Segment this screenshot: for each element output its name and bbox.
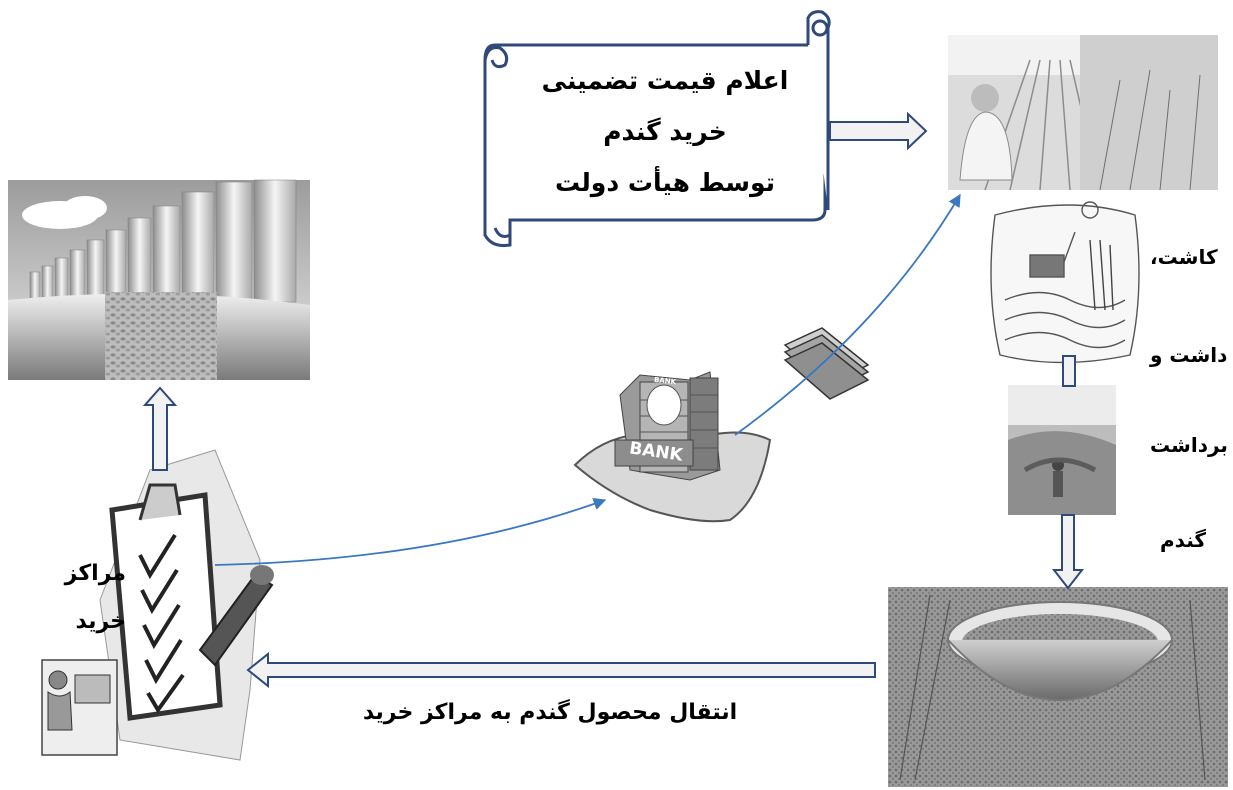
wheat-bowl-photo: [888, 587, 1228, 787]
silo-photo: [8, 179, 310, 380]
storage-arrow: [142, 386, 178, 471]
wheat-field-photo: [948, 35, 1218, 191]
announcement-line-3: توسط هیأت دولت: [554, 168, 776, 197]
cultivation-arrow-2: [1051, 514, 1085, 590]
transfer-arrow: [246, 651, 876, 689]
bank-illustration: [573, 371, 772, 523]
announcement-scroll: [483, 10, 831, 247]
harvest-photo: [1008, 385, 1116, 515]
cultivation-arrow-1: [1062, 355, 1076, 387]
cultivation-line-1: کاشت،: [1150, 245, 1218, 269]
harvest-sketch: [990, 201, 1140, 364]
purchase-centers-line-2: خرید: [75, 609, 126, 634]
cultivation-line-3: برداشت: [1150, 433, 1228, 457]
purchase-centers-label: مراکز خرید: [36, 550, 126, 646]
announcement-text: اعلام قیمت تضمینی خرید گندم توسط هیأت دو…: [520, 55, 810, 208]
announcement-line-2: خرید گندم: [603, 117, 727, 146]
announcement-line-1: اعلام قیمت تضمینی: [541, 66, 789, 95]
payment-flow-line: [214, 193, 961, 566]
money-stack-icon: [783, 327, 870, 400]
purchase-centers-line-1: مراکز: [64, 561, 126, 586]
transfer-label: انتقال محصول گندم به مراکز خرید: [362, 700, 738, 725]
cultivation-line-4: گندم: [1160, 528, 1207, 552]
purchase-center-illustration: [41, 449, 274, 761]
cultivation-line-2: داشت و: [1150, 343, 1228, 367]
announcement-arrow: [829, 111, 928, 151]
